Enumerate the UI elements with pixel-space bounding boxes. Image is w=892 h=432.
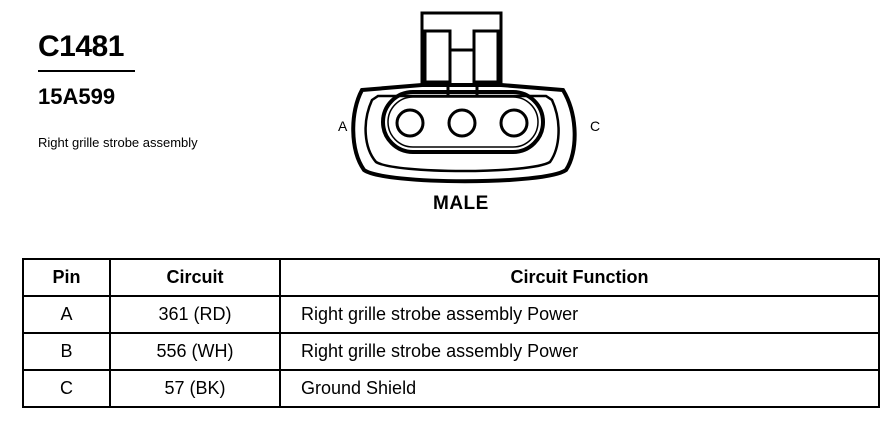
header-circuit: Circuit	[109, 258, 281, 297]
cell-circuit: 57 (BK)	[109, 369, 281, 408]
pin-a	[395, 108, 425, 138]
cell-function: Right grille strobe assembly Power	[279, 332, 880, 371]
pin-label-a: A	[338, 118, 348, 134]
cell-circuit: 556 (WH)	[109, 332, 281, 371]
cell-function: Ground Shield	[279, 369, 880, 408]
header-pin: Pin	[22, 258, 111, 297]
pin-b	[447, 108, 477, 138]
header-circuit-function: Circuit Function	[279, 258, 880, 297]
table-header-row: Pin Circuit Circuit Function	[22, 258, 880, 297]
cell-pin: B	[22, 332, 111, 371]
housing-outline	[351, 83, 577, 184]
connector-id: C1481	[38, 30, 124, 63]
connector-gender: MALE	[433, 193, 489, 214]
housing-inner	[364, 94, 560, 173]
connector-face-diagram	[351, 11, 577, 184]
connector-id-underline	[38, 70, 135, 72]
pin-cavity	[381, 90, 545, 154]
table-row: A 361 (RD) Right grille strobe assembly …	[22, 295, 880, 334]
cell-pin: C	[22, 369, 111, 408]
cell-circuit: 361 (RD)	[109, 295, 281, 334]
connector-description: Right grille strobe assembly	[38, 135, 198, 150]
cell-pin: A	[22, 295, 111, 334]
pinout-table: Pin Circuit Circuit Function A 361 (RD) …	[22, 258, 880, 408]
pin-c	[499, 108, 529, 138]
table-row: B 556 (WH) Right grille strobe assembly …	[22, 332, 880, 371]
part-number: 15A599	[38, 84, 116, 109]
cell-function: Right grille strobe assembly Power	[279, 295, 880, 334]
table-row: C 57 (BK) Ground Shield	[22, 369, 880, 408]
pin-label-c: C	[590, 118, 601, 134]
